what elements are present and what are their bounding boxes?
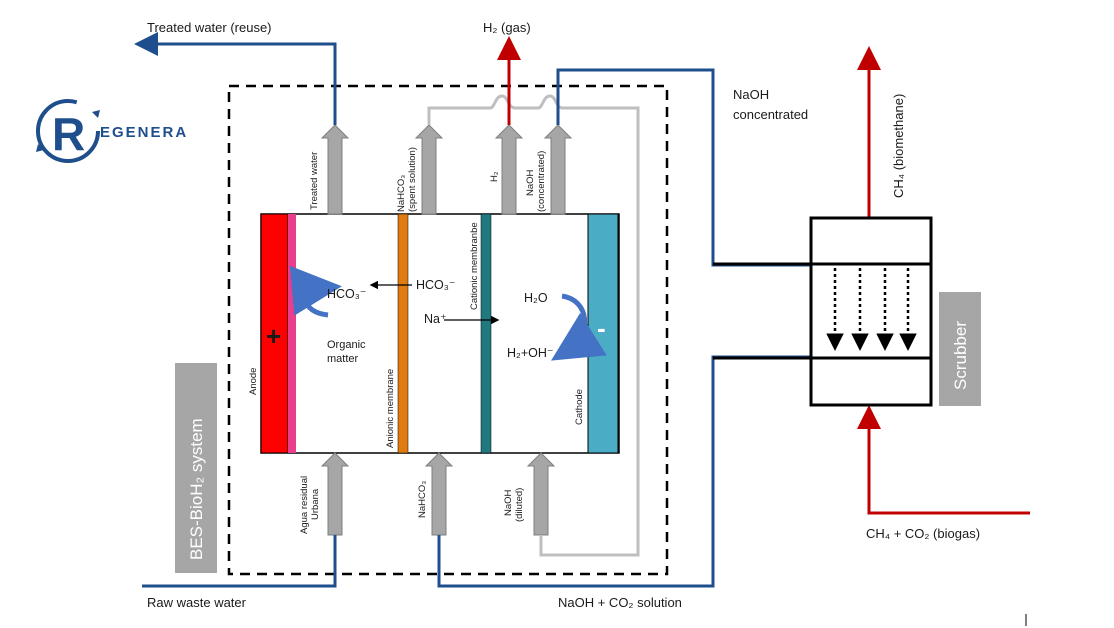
h2-oh-label: H₂+OH⁻ xyxy=(507,346,554,360)
anode-electrode xyxy=(260,213,289,454)
anionic-membrane xyxy=(397,213,409,454)
logo-ring-icon xyxy=(36,99,100,163)
system-boundary xyxy=(227,84,669,576)
agua-residual-label-2: Urbana xyxy=(310,488,321,520)
treated-water-reuse-label: Treated water (reuse) xyxy=(147,20,272,35)
naoh-co2-solution-label: NaOH + CO₂ solution xyxy=(558,595,682,610)
ch4-co2-biogas-label: CH₄ + CO₂ (biogas) xyxy=(866,526,980,541)
scrubber-label-box xyxy=(939,292,981,406)
naoh-arrow-label-1: NaOH xyxy=(525,169,536,196)
nahco3-inlet-label: NaHCO₃ xyxy=(417,481,428,518)
logo-text: EGENERA xyxy=(100,124,188,141)
hco3-left: HCO₃⁻ xyxy=(327,287,366,301)
treated-water-arrow-label: Treated water xyxy=(309,152,320,210)
nahco3-arrow-label-2: (spent solution) xyxy=(407,147,418,212)
naoh-arrow-label-2: (concentrated) xyxy=(536,151,547,212)
organic-matter-2: matter xyxy=(327,353,359,365)
logo-letter: R xyxy=(52,108,85,160)
naoh-diluted-label-1: NaOH xyxy=(503,489,514,516)
nahco3-inlet-arrow xyxy=(424,452,454,536)
anode-strip xyxy=(288,214,296,453)
cationic-membrane-label: Cationic membranbe xyxy=(469,222,480,310)
bes-system-label: BES-BioH₂ system xyxy=(187,418,206,560)
cationic-membrane xyxy=(480,213,492,454)
cell-outline xyxy=(260,213,620,454)
bes-label-box xyxy=(175,363,217,573)
naoh-concentrated-label-1: NaOH xyxy=(733,87,769,102)
regenera-logo: R EGENERA xyxy=(36,99,188,163)
treated-water-outlet-arrow xyxy=(320,124,350,215)
h2-outlet-arrow xyxy=(494,124,524,215)
scrubber-label: Scrubber xyxy=(951,321,970,390)
cathode-curved-arrow xyxy=(551,293,607,361)
anionic-membrane-label: Anionic membrane xyxy=(385,369,396,448)
raw-waste-water-label: Raw waste water xyxy=(147,595,247,610)
agua-residual-label-1: Agua residual xyxy=(299,476,310,534)
anode-plus-sign: + xyxy=(266,321,281,351)
h2-arrow-label: H₂ xyxy=(489,171,500,182)
treated-water-reuse-line xyxy=(134,32,337,125)
naoh-diluted-inlet-arrow xyxy=(526,452,556,536)
h2o-label: H₂O xyxy=(524,291,548,305)
anode-curved-arrow xyxy=(289,265,342,318)
wastewater-inlet-arrow xyxy=(320,452,350,536)
ch4-biomethane-label: CH₄ (biomethane) xyxy=(891,94,906,198)
anode-label: Anode xyxy=(248,368,259,395)
hco3-right: HCO₃⁻ xyxy=(416,278,455,292)
raw-waste-water-line xyxy=(142,535,337,588)
organic-matter-1: Organic xyxy=(327,339,366,351)
scrubber-column xyxy=(809,216,933,407)
naoh-diluted-label-2: (diluted) xyxy=(514,488,525,522)
naoh-concentrated-outlet-arrow xyxy=(543,124,573,215)
biogas-line xyxy=(857,405,1030,515)
cathode-label: Cathode xyxy=(574,389,585,425)
h2-gas-label: H₂ (gas) xyxy=(483,20,531,35)
nahco3-arrow-label-1: NaHCO₃ xyxy=(396,175,407,212)
cathode-minus-sign: - xyxy=(597,313,606,343)
naoh-concentrated-label-2: concentrated xyxy=(733,107,808,122)
na-plus: Na⁺ xyxy=(424,312,447,326)
nahco3-spent-outlet-arrow xyxy=(414,124,444,215)
